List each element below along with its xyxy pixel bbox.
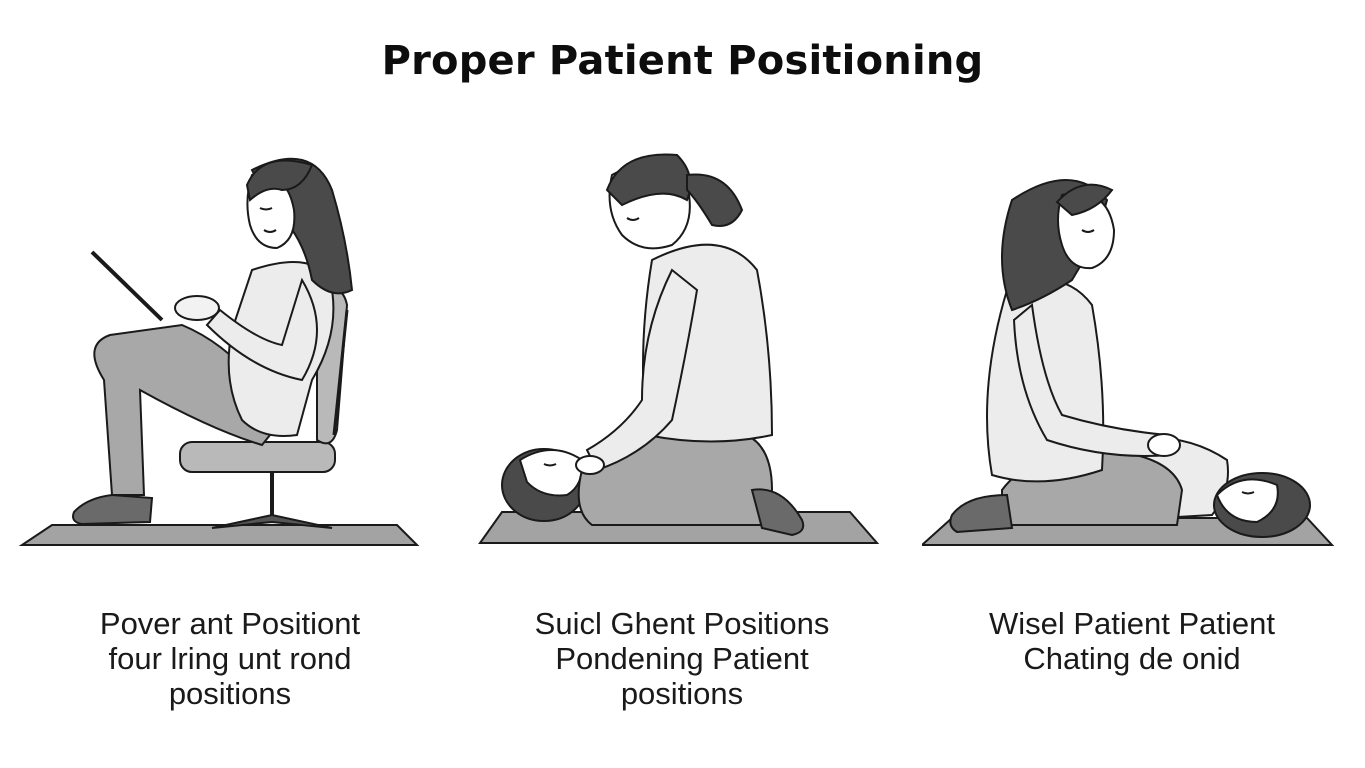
- woman-kneeling-beside-patient-illustration: [922, 179, 1335, 546]
- caption-line: positions: [620, 676, 744, 711]
- caption-kneeling-head: Suicl Ghent Positions Pondening Patient …: [472, 606, 892, 711]
- woman-kneeling-at-patient-head-illustration: [478, 153, 880, 544]
- caption-line: four lring unt rond: [108, 641, 352, 676]
- caption-kneeling-beside: Wisel Patient Patient Chating de onid: [922, 606, 1342, 676]
- caption-line: Chating de onid: [1023, 641, 1241, 676]
- caption-line: Wisel Patient Patient: [988, 606, 1276, 641]
- caption-line: positions: [168, 676, 292, 711]
- panel-seated: [12, 130, 432, 570]
- panel-kneeling-head: [472, 130, 892, 570]
- caption-seated: Pover ant Positiont four lring unt rond …: [20, 606, 440, 711]
- page-title: Proper Patient Positioning: [381, 38, 984, 84]
- caption-line: Pover ant Positiont: [99, 606, 361, 641]
- caption-line: Suicl Ghent Positions: [534, 606, 830, 641]
- caption-line: Pondening Patient: [555, 641, 809, 676]
- woman-seated-in-chair-illustration: [18, 157, 420, 546]
- panel-kneeling-beside: [922, 130, 1342, 570]
